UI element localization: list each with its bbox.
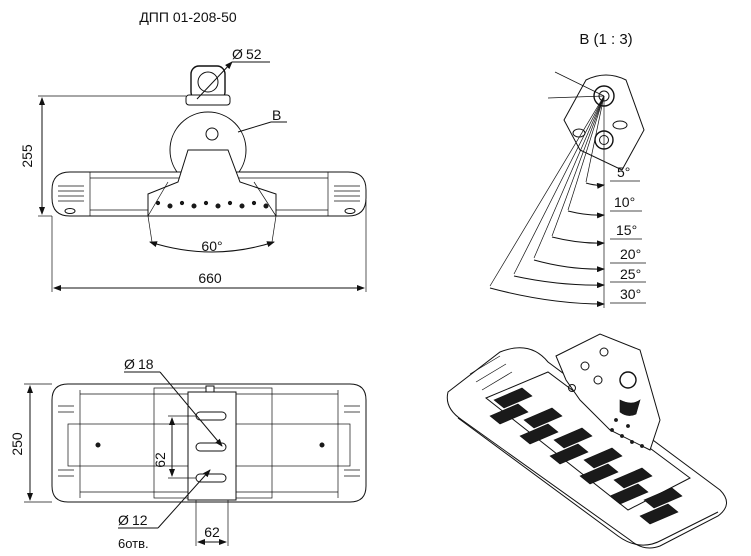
led-module xyxy=(553,427,593,449)
top-right-fins xyxy=(344,405,360,477)
detail-view-title: В (1 : 3) xyxy=(579,31,632,48)
angle-60-value: 60° xyxy=(201,238,222,254)
led-module xyxy=(579,463,619,485)
arc-30 xyxy=(489,287,605,307)
small-hole-leader xyxy=(157,469,211,529)
hole-diameter-leader xyxy=(159,371,223,447)
top-view: Ø 18 250 62 62 Ø 12 6отв. xyxy=(9,356,367,551)
led-module xyxy=(613,467,653,489)
iso-fins xyxy=(469,355,513,391)
led-module xyxy=(523,407,563,429)
detail-angle-rays xyxy=(489,71,605,308)
left-heatsink-fins xyxy=(58,185,84,202)
eye-diameter-value: 52 xyxy=(246,46,262,62)
small-hole-diameter-symbol: Ø xyxy=(118,512,129,528)
slot-middle xyxy=(195,442,227,452)
angle-60-arc xyxy=(149,241,275,253)
width-dimension-value: 250 xyxy=(9,432,25,456)
angle-label-5: 5° xyxy=(617,164,630,180)
eye-diameter-leader xyxy=(196,61,233,100)
hole-diameter-symbol: Ø xyxy=(124,356,135,372)
iso-led-modules xyxy=(489,387,683,525)
led-module xyxy=(519,423,559,445)
iso-led-panel xyxy=(485,371,691,511)
angle-label-15: 15° xyxy=(616,222,637,238)
detail-callout-label: В xyxy=(272,107,281,123)
right-heatsink-fins xyxy=(334,185,360,202)
led-module xyxy=(493,387,533,409)
detail-view: 5° 10° 15° 20° 25° 30° xyxy=(489,71,646,308)
vertical-spacing-value: 62 xyxy=(152,452,168,468)
detail-callout-leader xyxy=(237,121,272,133)
led-module xyxy=(643,487,683,509)
small-hole-diameter-value: 12 xyxy=(132,512,148,528)
disc-bolt-top xyxy=(205,127,219,141)
led-module xyxy=(489,403,529,425)
isometric-view xyxy=(446,333,727,549)
drawing-title: ДПП 01-208-50 xyxy=(139,9,237,25)
bracket-holes xyxy=(155,200,269,209)
horizontal-spacing-value: 62 xyxy=(204,524,220,540)
arc-25 xyxy=(513,275,605,289)
iso-pivot xyxy=(619,371,637,389)
led-module xyxy=(639,503,679,525)
top-bracket-strip xyxy=(187,391,237,501)
angle-label-30: 30° xyxy=(620,286,641,302)
holes-count: 6отв. xyxy=(118,536,149,551)
arc-15 xyxy=(551,236,605,247)
front-view: В Ø 52 xyxy=(19,46,367,292)
iso-bracket-holes xyxy=(610,418,644,448)
height-dimension-value: 255 xyxy=(19,144,35,168)
eye-diameter-symbol: Ø xyxy=(232,46,243,62)
arc-20 xyxy=(533,259,605,273)
eye-base xyxy=(185,94,231,106)
eye-ring-hole xyxy=(197,71,219,93)
top-left-fins xyxy=(58,405,74,477)
led-module xyxy=(609,483,649,505)
arc-5 xyxy=(585,182,605,189)
led-module xyxy=(583,447,623,469)
angle-label-20: 20° xyxy=(620,246,641,262)
arc-10 xyxy=(567,210,605,219)
hole-diameter-value: 18 xyxy=(138,356,154,372)
angle-label-10: 10° xyxy=(614,194,635,210)
angle-label-25: 25° xyxy=(620,266,641,282)
length-dimension-value: 660 xyxy=(198,270,222,286)
led-module xyxy=(549,443,589,465)
